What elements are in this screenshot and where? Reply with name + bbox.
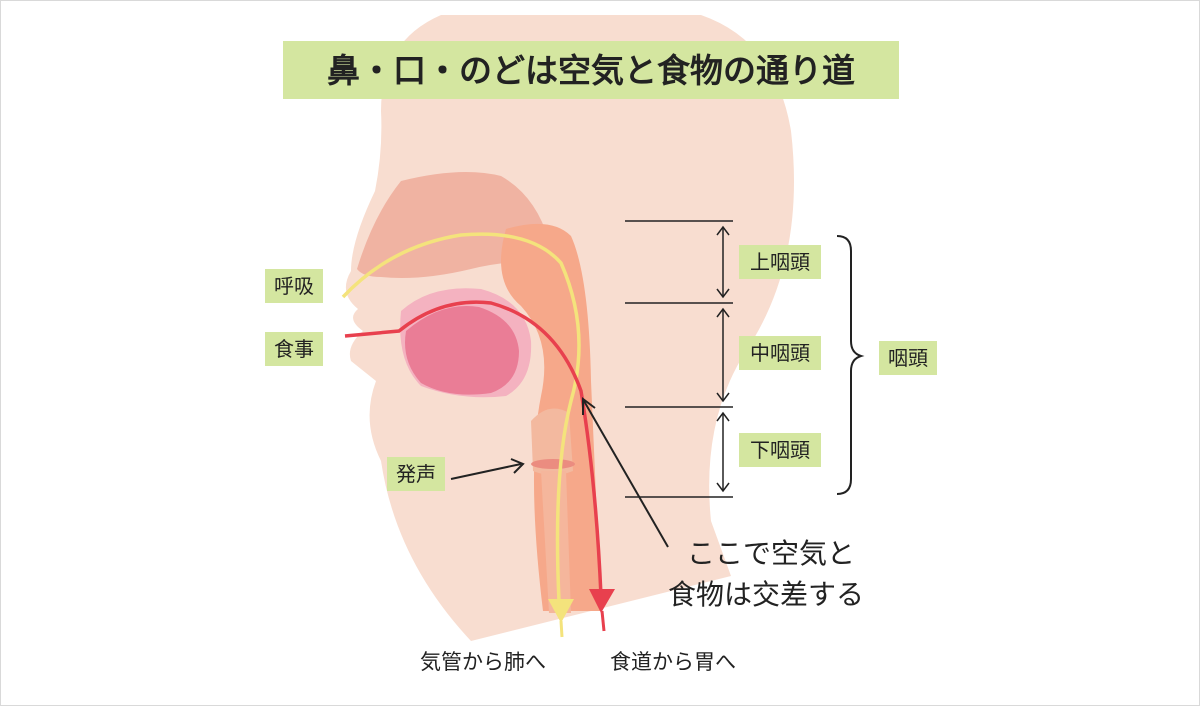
page-title: 鼻・口・のどは空気と食物の通り道 (327, 51, 855, 90)
voice-arrow (450, 458, 525, 480)
food-path-tail (600, 610, 606, 632)
crossing-text-line1: ここで空気と (687, 537, 855, 570)
label-middle-pharynx: 中咽頭 (750, 341, 810, 365)
food-path-arrowhead (589, 589, 615, 613)
crossing-arrow (582, 397, 669, 548)
label-bg-lower-pharynx (739, 433, 821, 467)
pharynx-brace (836, 235, 865, 495)
label-voice: 発声 (396, 462, 436, 486)
air-path-tail (559, 620, 564, 638)
middle-pharynx-arrow (716, 307, 730, 403)
caption-to-lungs: 気管から肺へ (420, 650, 546, 674)
label-bg-breathing (265, 269, 323, 303)
label-bg-eating (265, 332, 323, 366)
lower-pharynx-arrow (716, 411, 730, 493)
caption-to-stomach: 食道から胃へ (610, 650, 736, 674)
label-upper-pharynx: 上咽頭 (750, 250, 810, 274)
label-bg-voice (387, 457, 445, 491)
label-bg-middle-pharynx (739, 336, 821, 370)
label-bg-pharynx (879, 341, 937, 375)
title-background (283, 41, 899, 99)
label-pharynx: 咽頭 (888, 346, 928, 370)
air-path (341, 232, 581, 602)
label-bg-upper-pharynx (739, 245, 821, 279)
tongue (405, 306, 519, 395)
label-lower-pharynx: 下咽頭 (750, 438, 810, 462)
upper-pharynx-arrow (716, 225, 730, 299)
vocal-cords (531, 459, 575, 469)
label-eating: 食事 (274, 337, 314, 361)
food-path (344, 300, 603, 597)
air-path-arrowhead (548, 599, 574, 623)
crossing-text-line2: 食物は交差する (668, 578, 864, 611)
label-breathing: 呼吸 (274, 274, 314, 298)
